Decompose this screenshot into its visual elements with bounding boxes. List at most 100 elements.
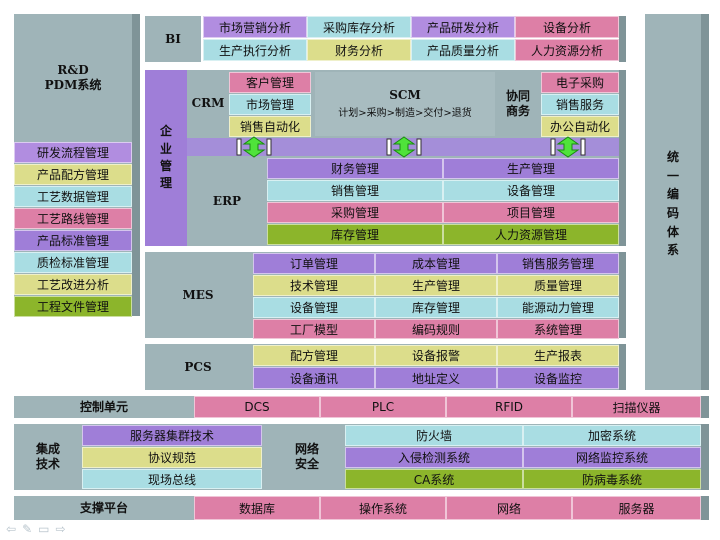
ec-item[interactable]: 电子采购: [541, 72, 619, 93]
mes-item[interactable]: 生产管理: [375, 275, 497, 296]
erp-item[interactable]: 人力资源管理: [443, 224, 619, 245]
mes-item[interactable]: 系统管理: [497, 319, 619, 339]
integration-title: 集成 技术: [35, 442, 60, 471]
control-item[interactable]: DCS: [194, 396, 320, 418]
netsec-item[interactable]: 网络监控系统: [523, 447, 701, 468]
control-item[interactable]: 扫描仪器: [572, 396, 701, 418]
pcs-item[interactable]: 设备监控: [497, 367, 619, 389]
platform-item[interactable]: 网络: [446, 496, 572, 520]
enterprise-side: [619, 70, 626, 246]
pcs-item[interactable]: 设备报警: [375, 345, 497, 366]
pcs-item[interactable]: 配方管理: [253, 345, 375, 366]
control-item[interactable]: RFID: [446, 396, 572, 418]
crm-item[interactable]: 市场管理: [229, 94, 311, 115]
unified-coding-panel-side: [701, 14, 709, 390]
mes-item[interactable]: 成本管理: [375, 253, 497, 274]
integration-item[interactable]: 现场总线: [82, 469, 262, 489]
unified-coding-title: 统 一 编 码 体 系: [666, 150, 679, 258]
erp-item[interactable]: 库存管理: [267, 224, 443, 245]
pen-icon[interactable]: ✎: [22, 522, 33, 536]
erp-item[interactable]: 采购管理: [267, 202, 443, 223]
enterprise-panel: [145, 70, 187, 246]
platform-item[interactable]: 服务器: [572, 496, 701, 520]
crm-title: CRM: [191, 95, 225, 110]
control-title: 控制单元: [14, 396, 194, 418]
bi-item[interactable]: 设备分析: [515, 16, 619, 38]
bi-item[interactable]: 财务分析: [307, 39, 411, 61]
control-side: [701, 396, 709, 418]
netsec-title: 网络 安全: [294, 442, 319, 471]
integration-item[interactable]: 协议规范: [82, 447, 262, 468]
bi-item[interactable]: 产品研发分析: [411, 16, 515, 38]
platform-item[interactable]: 数据库: [194, 496, 320, 520]
rd-item[interactable]: 产品标准管理: [14, 230, 132, 251]
integration-item[interactable]: 服务器集群技术: [82, 425, 262, 446]
mes-title: MES: [182, 287, 214, 302]
erp-item[interactable]: 销售管理: [267, 180, 443, 201]
unified-coding-panel: [645, 14, 701, 390]
bi-item[interactable]: 采购库存分析: [307, 16, 411, 38]
platform-title: 支撑平台: [14, 496, 194, 520]
pcs-item[interactable]: 设备通讯: [253, 367, 375, 389]
control-item[interactable]: PLC: [320, 396, 446, 418]
pcs-item[interactable]: 生产报表: [497, 345, 619, 366]
rd-item[interactable]: 产品配方管理: [14, 164, 132, 185]
mes-item[interactable]: 工厂模型: [253, 319, 375, 339]
integration-side: [701, 424, 709, 490]
ec-title: 协同 商务: [505, 89, 530, 118]
bi-side: [619, 16, 626, 62]
mes-item[interactable]: 销售服务管理: [497, 253, 619, 274]
next-slide-icon[interactable]: ⇨: [55, 522, 66, 536]
rd-pdm-title: R&D PDM系统: [44, 63, 102, 92]
erp-item[interactable]: 生产管理: [443, 158, 619, 179]
menu-icon[interactable]: ▭: [38, 522, 50, 536]
mes-side: [619, 252, 626, 338]
bi-item[interactable]: 生产执行分析: [203, 39, 307, 61]
prev-slide-icon[interactable]: ⇦: [6, 522, 17, 536]
erp-item[interactable]: 项目管理: [443, 202, 619, 223]
bi-item[interactable]: 人力资源分析: [515, 39, 619, 61]
netsec-item[interactable]: 防火墙: [345, 425, 523, 446]
platform-side: [701, 496, 709, 520]
netsec-item[interactable]: CA系统: [345, 469, 523, 489]
mes-item[interactable]: 技术管理: [253, 275, 375, 296]
slide-nav: ⇦ ✎ ▭ ⇨: [6, 522, 66, 536]
scm-subtitle: 计划>采购>制造>交付>退货: [338, 107, 472, 119]
scm-erp-arrow: [386, 136, 422, 158]
scm-title: SCM: [389, 87, 421, 102]
mes-item[interactable]: 库存管理: [375, 297, 497, 318]
ec-item[interactable]: 办公自动化: [541, 116, 619, 137]
scm-panel: SCM 计划>采购>制造>交付>退货: [315, 72, 495, 136]
rd-item[interactable]: 工艺改进分析: [14, 274, 132, 295]
rd-item[interactable]: 工程文件管理: [14, 296, 132, 317]
platform-item[interactable]: 操作系统: [320, 496, 446, 520]
mes-item[interactable]: 设备管理: [253, 297, 375, 318]
pcs-title: PCS: [184, 359, 212, 374]
erp-item[interactable]: 设备管理: [443, 180, 619, 201]
mes-item[interactable]: 订单管理: [253, 253, 375, 274]
erp-title: ERP: [212, 193, 242, 208]
crm-item[interactable]: 销售自动化: [229, 116, 311, 137]
ec-item[interactable]: 销售服务: [541, 94, 619, 115]
bi-item[interactable]: 市场营销分析: [203, 16, 307, 38]
crm-item[interactable]: 客户管理: [229, 72, 311, 93]
pcs-side: [619, 344, 626, 390]
crm-erp-arrow: [236, 136, 272, 158]
netsec-item[interactable]: 加密系统: [523, 425, 701, 446]
mes-item[interactable]: 能源动力管理: [497, 297, 619, 318]
rd-item[interactable]: 工艺路线管理: [14, 208, 132, 229]
rd-item[interactable]: 质检标准管理: [14, 252, 132, 273]
erp-item[interactable]: 财务管理: [267, 158, 443, 179]
rd-item[interactable]: 研发流程管理: [14, 142, 132, 163]
bi-title: BI: [145, 16, 201, 62]
netsec-item[interactable]: 防病毒系统: [523, 469, 701, 489]
ec-erp-arrow: [550, 136, 586, 158]
netsec-item[interactable]: 入侵检测系统: [345, 447, 523, 468]
bi-item[interactable]: 产品质量分析: [411, 39, 515, 61]
enterprise-title: 企 业 管 理: [159, 124, 172, 191]
rd-pdm-panel-side: [132, 14, 140, 316]
mes-item[interactable]: 编码规则: [375, 319, 497, 339]
pcs-item[interactable]: 地址定义: [375, 367, 497, 389]
rd-item[interactable]: 工艺数据管理: [14, 186, 132, 207]
mes-item[interactable]: 质量管理: [497, 275, 619, 296]
